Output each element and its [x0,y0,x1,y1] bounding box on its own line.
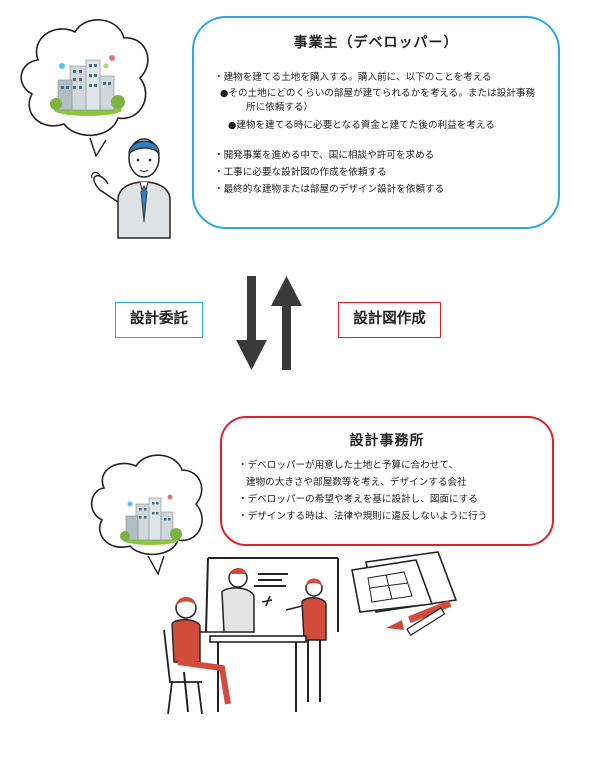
design-office-line: ・デザインする時は、法律や規則に違反しないように行う [238,511,488,522]
developer-line: ●建物を建てる時に必要となる資金と建てた後の利益を考える [228,120,495,131]
design-office-line: ・デベロッパーが用意した土地と予算に合わせて、 [238,460,459,471]
developer-title: 事業主（デベロッパー） [293,35,459,51]
arrow-down-icon [236,276,267,370]
developer-line: ・開発事業を進める中で、国に相談や許可を求める [214,150,435,161]
developer-line: ●その土地にどのくらいの部屋が建てられるかを考える。または設計事務 [220,88,536,99]
design-office-line: ・デベロッパーの希望や考えを基に設計し、図面にする [238,494,478,505]
meeting-icon [163,557,339,715]
blueprint-icon [351,551,458,636]
developer-line: ・建物を建てる土地を購入する。購入前に、以下のことを考える [214,72,492,83]
building-icon [50,55,125,116]
design-office-title: 設計事務所 [349,433,425,449]
developer-line: 所に依頼する） [246,102,314,113]
design-office-box: 設計事務所 ・デベロッパーが用意した土地と予算に合わせて、 建物の大きさや部屋数… [220,416,554,546]
developer-line: ・最終的な建物または部屋のデザイン設計を依頼する [214,184,445,195]
building-icon [120,494,182,545]
design-request-label: 設計委託 [115,302,203,338]
arrow-up-icon [271,276,302,370]
developer-line: ・工事に必要な設計図の作成を依頼する [214,167,387,178]
drawing-creation-label: 設計図作成 [338,302,441,338]
businessman-icon [91,138,171,239]
developer-box: 事業主（デベロッパー） ・建物を建てる土地を購入する。購入前に、以下のことを考え… [192,16,560,229]
design-office-line: 建物の大きさや部屋数等を考え、デザインする会社 [246,477,467,488]
